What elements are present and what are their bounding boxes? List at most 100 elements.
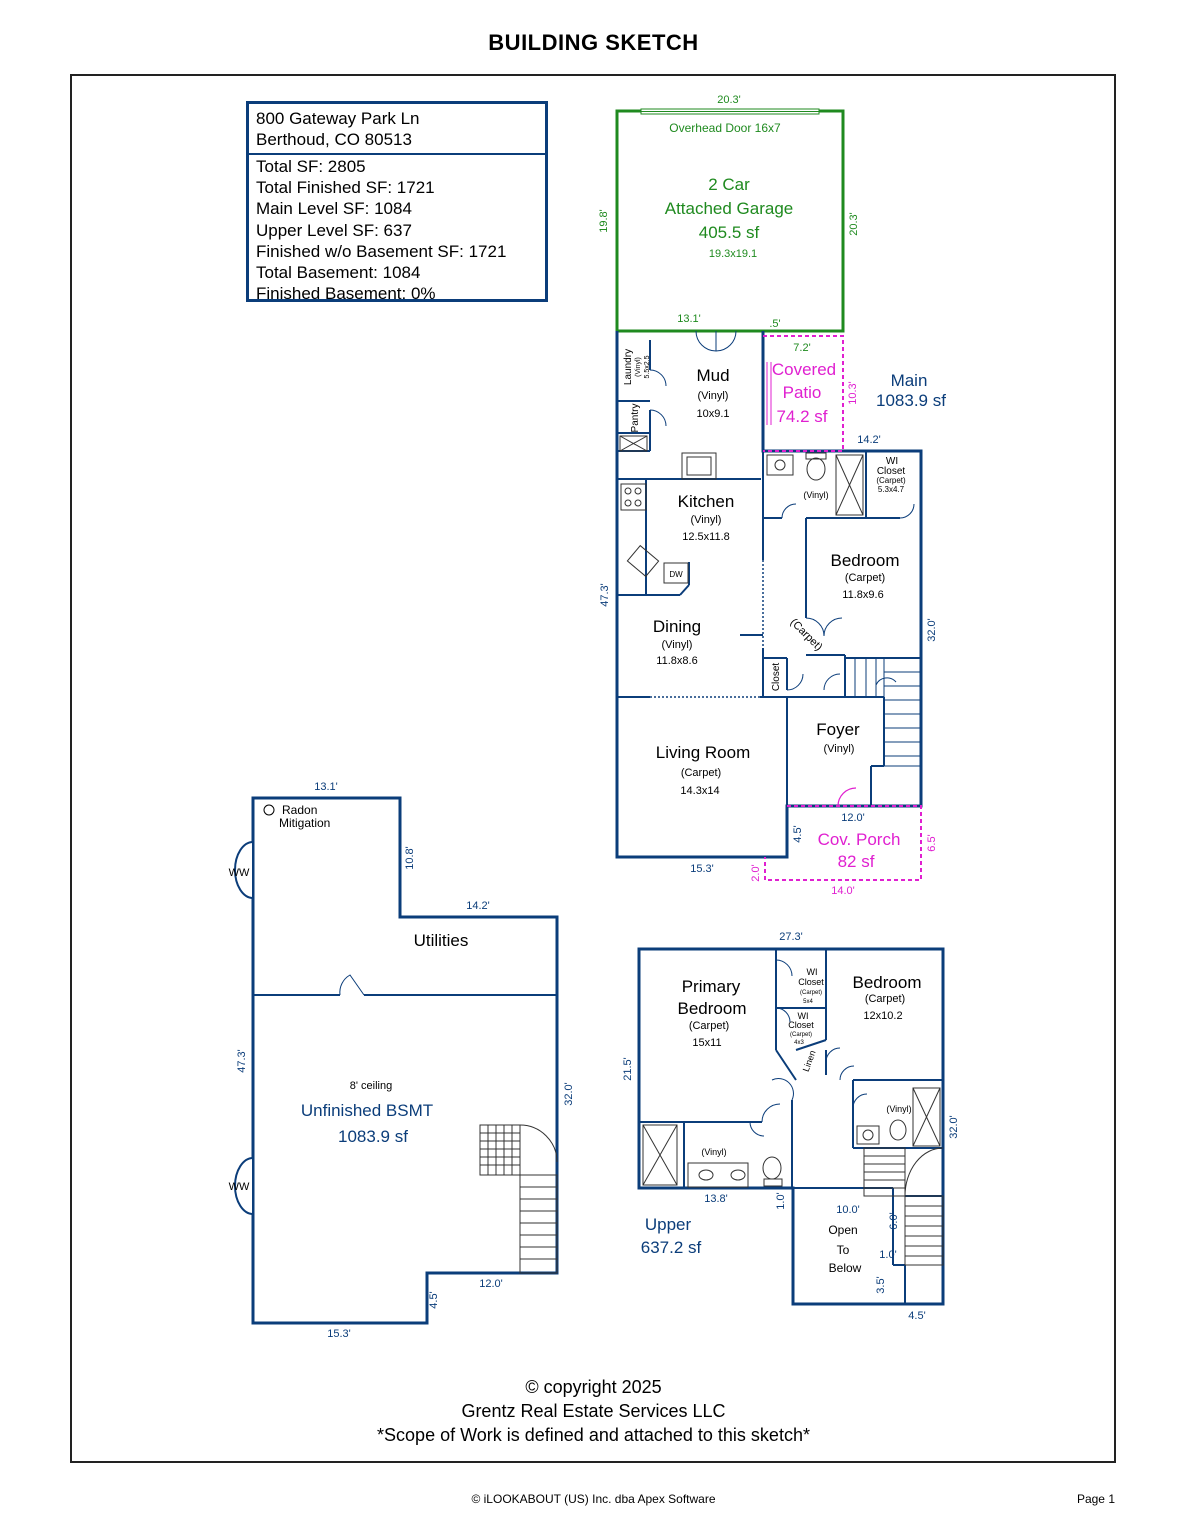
company-line: Grentz Real Estate Services LLC <box>461 1401 726 1421</box>
bedroom-size: 11.8x9.6 <box>842 589 883 601</box>
main-left-dim: 47.3' <box>599 583 611 607</box>
basement-notch-bottom-dim: 4.5' <box>428 1291 440 1308</box>
property-address: 800 Gateway Park Ln Berthoud, CO 80513 <box>249 104 545 155</box>
main-doors <box>649 330 915 691</box>
wi-closet-name-1: WI <box>886 456 898 467</box>
upper-wi1-name-1: WI <box>807 967 818 977</box>
open-top-dim: 10.0' <box>836 1204 860 1216</box>
mud-floor: (Vinyl) <box>698 390 729 402</box>
property-stats: Total SF: 2805 Total Finished SF: 1721 M… <box>249 155 545 305</box>
bedroom-name: Bedroom <box>831 551 900 570</box>
dishwasher-label: DW <box>669 570 683 579</box>
laundry-name: Laundry <box>623 349 634 385</box>
upper-area: 637.2 sf <box>641 1238 702 1257</box>
primary-name-1: Primary <box>682 977 741 996</box>
patio-area: 74.2 sf <box>776 407 827 426</box>
garage-right-dim: 20.3' <box>848 212 860 236</box>
radon-label-1: Radon <box>282 803 317 817</box>
garage-title-1: 2 Car <box>708 175 750 194</box>
porch-side-dim-main: 4.5' <box>792 825 804 842</box>
foyer-floor: (Vinyl) <box>824 743 855 755</box>
open-side-dim-3: 3.5' <box>875 1276 887 1293</box>
pantry-name: Pantry <box>630 404 641 433</box>
copyright-block: © copyright 2025 Grentz Real Estate Serv… <box>0 1375 1187 1447</box>
wi-closet-size: 5.3x4.7 <box>878 485 905 494</box>
upper-stairs <box>863 1147 944 1266</box>
stat-main-level-sf: Main Level SF: 1084 <box>256 199 412 219</box>
open-to-below-3: Below <box>829 1261 862 1275</box>
upper-right-dim: 32.0' <box>948 1115 960 1139</box>
basement-area: 1083.9 sf <box>338 1127 408 1146</box>
basement-notch-dim: 10.8' <box>404 846 416 870</box>
main-top-dim: 14.2' <box>857 434 881 446</box>
page-title: BUILDING SKETCH <box>488 30 699 55</box>
garage: 20.3' Overhead Door 16x7 2 Car Attached … <box>598 94 860 333</box>
upper-level: 27.3' 21.5' 32.0' 13.8' 1.0' 10.0' 6.0' … <box>622 931 960 1322</box>
stat-finished-basement: Finished Basement: 0% <box>256 284 436 304</box>
utilities-label: Utilities <box>414 931 469 950</box>
living-floor: (Carpet) <box>681 767 721 779</box>
patio-side-dim: 10.3' <box>847 381 859 405</box>
upper-wi2-name-2: Closet <box>788 1020 814 1030</box>
dining-size: 11.8x8.6 <box>656 655 697 667</box>
ww-label-1: WW <box>229 867 250 879</box>
main-area: 1083.9 sf <box>876 391 946 410</box>
bedroom-floor: (Carpet) <box>845 572 885 584</box>
patio-top-dim: 7.2' <box>793 342 810 354</box>
wi-closet-floor: (Carpet) <box>876 476 906 485</box>
kitchen-fixtures <box>619 435 717 584</box>
open-bottom-dim: 4.5' <box>908 1310 925 1322</box>
main-stairs <box>854 657 922 767</box>
main-label: Main <box>891 371 928 390</box>
upper-bedroom-name: Bedroom <box>853 973 922 992</box>
basement-title: Unfinished BSMT <box>301 1101 433 1120</box>
open-side-dim-1: 6.0' <box>888 1212 900 1229</box>
basement-right-dim: 32.0' <box>563 1082 575 1106</box>
radon-label-2: Mitigation <box>279 816 330 830</box>
upper-top-dim: 27.3' <box>779 931 803 943</box>
overhead-door-label: Overhead Door 16x7 <box>669 121 781 135</box>
porch-left-dim: 2.0' <box>750 864 762 881</box>
main-right-dim: 32.0' <box>926 618 938 642</box>
living-size: 14.3x14 <box>680 785 719 797</box>
radon-icon <box>263 804 275 816</box>
garage-walls <box>615 109 845 333</box>
upper-doors <box>749 959 868 1137</box>
page-number: Page 1 <box>1076 1492 1115 1506</box>
utilities-door <box>339 974 365 996</box>
basement-bottom-right-dim: 12.0' <box>479 1278 503 1290</box>
upper-wi2-name-1: WI <box>798 1011 809 1021</box>
porch-bottom-dim: 14.0' <box>831 885 855 897</box>
garage-area: 405.5 sf <box>699 223 760 242</box>
upper-wi1-name-2: Closet <box>798 977 824 987</box>
upper-left-dim: 21.5' <box>622 1057 634 1081</box>
mud-name: Mud <box>696 366 729 385</box>
covered-patio: 7.2' Covered Patio 74.2 sf 10.3' <box>763 335 859 452</box>
scope-line: *Scope of Work is defined and attached t… <box>377 1425 810 1445</box>
mud-size: 10x9.1 <box>696 408 729 420</box>
open-to-below-1: Open <box>828 1223 857 1237</box>
garage-bottom-dim: 13.1' <box>677 313 701 325</box>
ceiling-label: 8' ceiling <box>350 1080 392 1092</box>
software-credit: © iLOOKABOUT (US) Inc. dba Apex Software <box>471 1492 716 1506</box>
upper-bedroom-size: 12x10.2 <box>863 1010 902 1022</box>
basement-bottom-dim: 15.3' <box>327 1328 351 1340</box>
garage-bottom-small-dim: .5' <box>769 318 780 330</box>
stat-total-basement: Total Basement: 1084 <box>256 263 421 283</box>
basement: Radon Mitigation WW WW Utilities 8' ceil… <box>229 781 575 1340</box>
stat-upper-level-sf: Upper Level SF: 637 <box>256 220 412 240</box>
main-level-labels: Main 1083.9 sf 14.2' 47.3' 32.0' 15.3' 1… <box>599 349 946 875</box>
copyright-line: © copyright 2025 <box>525 1377 662 1397</box>
dining-floor: (Vinyl) <box>662 639 693 651</box>
stat-total-sf: Total SF: 2805 <box>256 157 366 176</box>
upper-bedroom-floor: (Carpet) <box>865 993 905 1005</box>
garage-dims: 19.3x19.1 <box>709 248 757 260</box>
living-name: Living Room <box>656 743 751 762</box>
laundry-floor: (Vinyl) <box>635 357 642 377</box>
ww-label-2: WW <box>229 1181 250 1193</box>
hall-bath-floor: (Vinyl) <box>886 1104 911 1114</box>
kitchen-size: 12.5x11.8 <box>682 531 730 543</box>
upper-label: Upper <box>645 1215 692 1234</box>
laundry-size: 5.5x2.5 <box>644 355 651 378</box>
